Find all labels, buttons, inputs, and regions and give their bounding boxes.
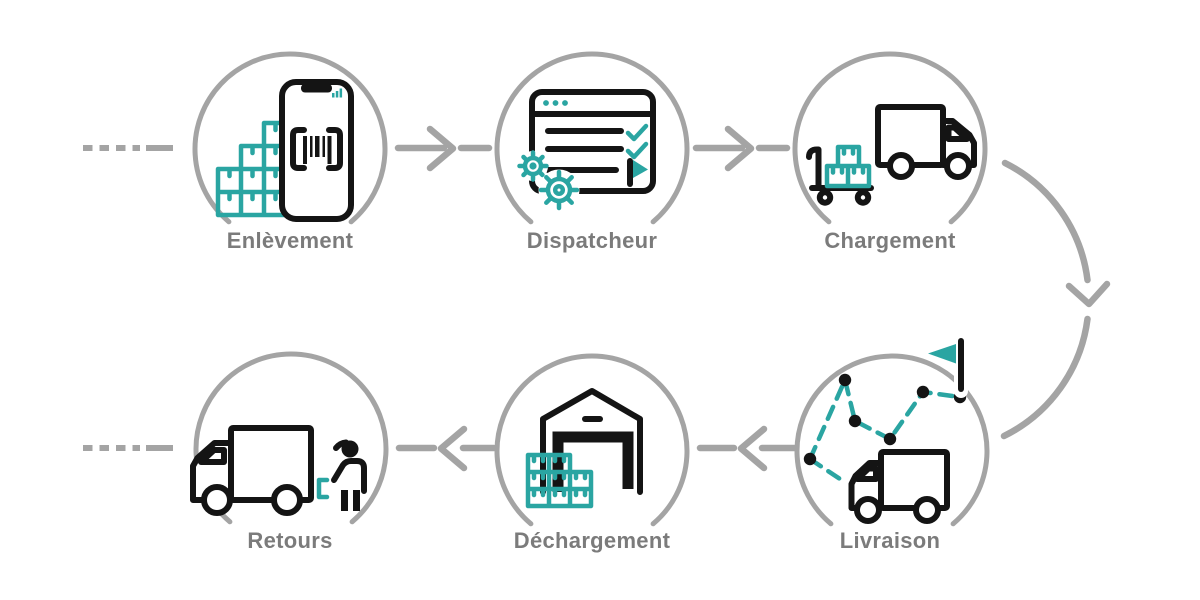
- stage-label-dechargement: Déchargement: [513, 528, 671, 553]
- truck-window: [945, 124, 970, 142]
- arrow-dechargement-to-retours: [395, 425, 498, 472]
- truck-window: [198, 447, 227, 465]
- parcel-tape-marks: [531, 454, 588, 498]
- icon-livraison: [803, 332, 968, 524]
- parcel-handoff-icon: [316, 477, 330, 500]
- courier-torso-arm: [331, 458, 367, 494]
- arrowhead-right-icon: [724, 125, 755, 172]
- large-gear: [538, 169, 580, 211]
- check-icon: [625, 141, 649, 160]
- stage-label-retours: Retours: [247, 528, 333, 553]
- stage-label-chargement: Chargement: [824, 228, 956, 253]
- ring-enlevement: [192, 51, 388, 225]
- stage-label-livraison: Livraison: [839, 528, 941, 553]
- parcel-tape-marks: [830, 147, 866, 175]
- arrowhead-down-icon: [1065, 280, 1111, 308]
- delivery-truck-right-icon: [875, 104, 977, 180]
- scan-frame-right: [326, 127, 343, 171]
- parcel-grid: [824, 144, 872, 189]
- flag-pennant: [928, 344, 956, 364]
- destination-flag-icon: [924, 332, 968, 398]
- courier-icon: [331, 439, 367, 511]
- barcode-bars: [303, 136, 332, 164]
- scan-frame-left: [290, 127, 307, 171]
- courier-cap-brim: [333, 439, 349, 451]
- cart-wheel: [854, 189, 872, 206]
- arrow-livraison-to-dechargement: [696, 425, 800, 472]
- arrow-enlevement-to-dispatcheur: [394, 125, 493, 172]
- arrowhead-right-icon: [426, 125, 457, 172]
- stage-label-enlevement: Enlèvement: [226, 228, 354, 253]
- check-icon: [625, 123, 649, 142]
- truck-wheel: [201, 484, 233, 516]
- courier-legs: [341, 490, 360, 511]
- icon-dechargement: [525, 388, 643, 509]
- stage-label-dispatcheur: Dispatcheur: [526, 228, 658, 253]
- arrowhead-left-icon: [737, 425, 768, 472]
- arrow-dispatcheur-to-chargement: [692, 125, 791, 172]
- truck-wheel: [944, 152, 972, 180]
- truck-wheel: [271, 484, 303, 516]
- parcel-stack-icon: [525, 452, 594, 509]
- route-path: [807, 377, 963, 484]
- truck-window: [854, 465, 879, 482]
- arrowhead-left-icon: [437, 425, 468, 472]
- truck-box: [228, 425, 314, 503]
- gears-icon: [517, 150, 580, 211]
- parcel-grid: [525, 452, 594, 509]
- ring-dispatcheur: [494, 51, 690, 225]
- icon-enlevement: [215, 79, 354, 222]
- truck-wheel: [887, 152, 915, 180]
- route-icon: [803, 373, 967, 484]
- cart-handle: [806, 146, 822, 189]
- cart-wheel: [816, 189, 834, 206]
- truck-wheel: [854, 496, 882, 524]
- hand-truck-icon: [806, 144, 874, 206]
- parcel-tape-marks: [227, 123, 278, 202]
- flow-connectors: [83, 125, 1111, 472]
- icon-chargement: [806, 104, 977, 206]
- ring-dechargement: [494, 353, 690, 527]
- signal-bars-icon: [332, 88, 343, 98]
- icon-dispatcheur: [517, 89, 656, 211]
- truck-wheel: [913, 496, 941, 524]
- delivery-truck-left-icon: [848, 449, 950, 524]
- ring-livraison: [794, 353, 990, 527]
- small-gear: [517, 150, 549, 182]
- window-dots-icon: [543, 100, 568, 106]
- icon-retours: [190, 425, 367, 516]
- truck-box: [878, 449, 950, 511]
- priority-flag-icon: [627, 158, 648, 187]
- phone-notch: [301, 84, 332, 93]
- return-truck-left-icon: [190, 425, 314, 516]
- parcel-stack-icon: [215, 120, 290, 218]
- ring-chargement: [792, 51, 988, 225]
- curve-chargement-to-livraison: [1000, 159, 1111, 440]
- smartphone-barcode-icon: [279, 79, 354, 222]
